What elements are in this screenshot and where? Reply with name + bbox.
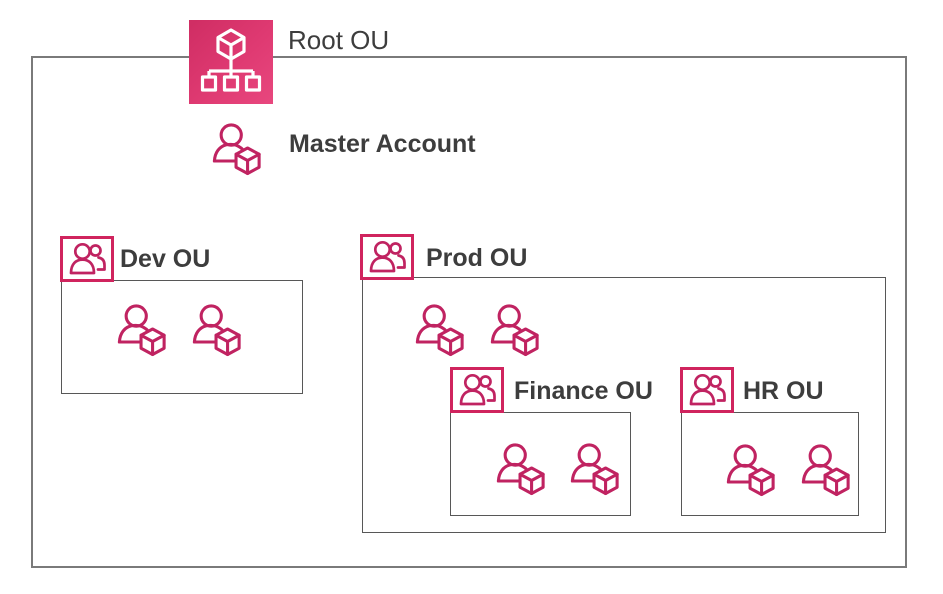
dev-account-icon-2 bbox=[192, 302, 242, 358]
hr-account-icon-1 bbox=[726, 442, 776, 498]
finance-ou-boundary bbox=[450, 412, 631, 516]
dev-ou-icon bbox=[60, 236, 114, 282]
prod-ou-icon bbox=[360, 234, 414, 280]
dev-ou-boundary bbox=[61, 280, 303, 394]
dev-account-icon-1 bbox=[117, 302, 167, 358]
hr-ou-icon bbox=[680, 367, 734, 413]
organizations-icon bbox=[189, 20, 273, 104]
hr-ou-boundary bbox=[681, 412, 859, 516]
hr-account-icon-2 bbox=[801, 442, 851, 498]
finance-ou-label: Finance OU bbox=[514, 377, 653, 405]
prod-account-icon-2 bbox=[490, 302, 540, 358]
finance-account-icon-2 bbox=[570, 441, 620, 497]
finance-ou-icon bbox=[450, 367, 504, 413]
prod-ou-boundary bbox=[362, 277, 886, 533]
master-account-icon bbox=[212, 121, 262, 177]
prod-ou-label: Prod OU bbox=[426, 244, 528, 272]
root-ou-boundary bbox=[31, 56, 907, 568]
prod-account-icon-1 bbox=[415, 302, 465, 358]
hr-ou-label: HR OU bbox=[743, 377, 824, 405]
root-ou-label: Root OU bbox=[288, 25, 390, 55]
master-account-label: Master Account bbox=[289, 130, 476, 158]
dev-ou-label: Dev OU bbox=[120, 245, 211, 273]
finance-account-icon-1 bbox=[496, 441, 546, 497]
